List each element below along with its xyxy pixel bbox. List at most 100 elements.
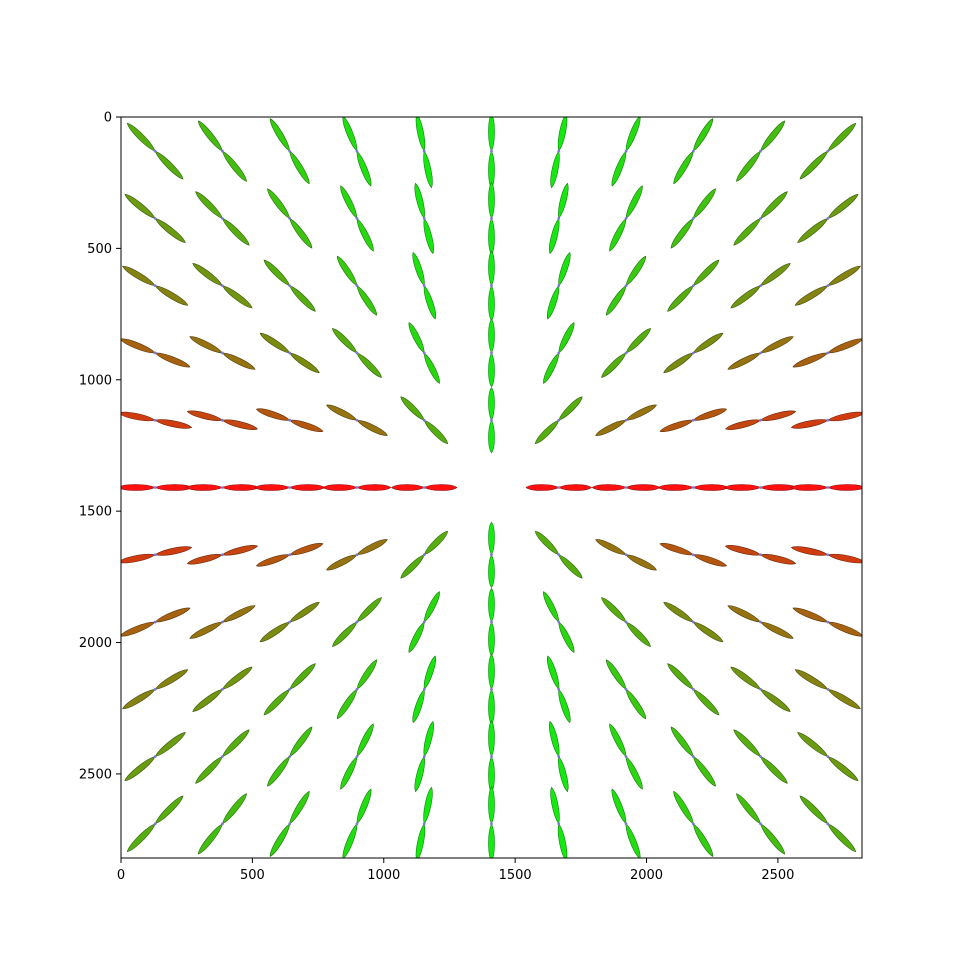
field-glyph <box>263 663 316 716</box>
glyph-center-marker <box>288 553 292 557</box>
field-glyph <box>549 721 569 793</box>
glyph-petal <box>659 419 694 432</box>
glyph-petal <box>122 688 156 710</box>
glyph-petal <box>154 217 186 243</box>
glyph-petal <box>342 823 358 858</box>
glyph-petal <box>289 663 316 690</box>
glyph-petal <box>192 688 224 712</box>
glyph-petal <box>550 150 560 189</box>
glyph-center-marker <box>355 351 359 355</box>
glyph-petal <box>609 723 627 758</box>
glyph-petal <box>340 185 358 220</box>
glyph-center-marker <box>826 418 830 422</box>
glyph-petal <box>657 484 694 491</box>
glyph-center-marker <box>422 351 426 355</box>
glyph-center-marker <box>759 687 762 691</box>
glyph-center-marker <box>759 418 762 422</box>
field-glyph <box>657 484 729 491</box>
field-glyph <box>794 265 861 306</box>
glyph-petal <box>221 352 256 370</box>
glyph-petal <box>692 118 714 152</box>
glyph-petal <box>121 553 156 564</box>
field-glyph <box>547 655 571 724</box>
glyph-petal <box>827 411 862 422</box>
glyph-petal <box>797 732 829 758</box>
glyph-petal <box>759 621 794 639</box>
glyph-center-marker <box>288 351 292 355</box>
glyph-center-marker <box>288 755 292 758</box>
field-glyph <box>730 666 791 712</box>
glyph-center-marker <box>759 284 762 288</box>
field-glyph <box>326 404 388 436</box>
glyph-petal <box>269 118 291 152</box>
glyph-center-marker <box>355 620 359 624</box>
glyph-petal <box>154 607 191 623</box>
glyph-center-marker <box>288 620 292 624</box>
glyph-petal <box>221 793 247 825</box>
glyph-petal <box>415 117 426 152</box>
glyph-petal <box>221 729 250 758</box>
glyph-center-marker <box>759 217 762 220</box>
field-glyph <box>550 786 568 858</box>
glyph-petal <box>692 823 714 857</box>
field-glyph <box>670 188 716 249</box>
field-glyph <box>488 653 495 725</box>
glyph-center-marker <box>557 620 561 624</box>
field-glyph <box>195 191 250 246</box>
glyph-petal <box>400 396 425 421</box>
glyph-petal <box>154 150 184 180</box>
glyph-petal <box>760 756 788 784</box>
glyph-petal <box>154 669 189 690</box>
glyph-center-marker <box>691 553 695 557</box>
field-glyph <box>197 120 247 182</box>
glyph-petal <box>760 120 786 152</box>
glyph-petal <box>558 621 575 653</box>
glyph-center-marker <box>153 687 157 691</box>
field-glyph <box>799 122 857 180</box>
glyph-petal <box>356 723 374 758</box>
field-glyph <box>659 408 728 432</box>
field-glyph <box>342 788 372 858</box>
glyph-petal <box>289 543 324 556</box>
field-glyph <box>340 185 374 252</box>
field-glyph <box>601 597 651 647</box>
glyph-center-marker <box>624 217 628 220</box>
glyph-petal <box>558 554 583 579</box>
field-glyph <box>259 602 320 643</box>
field-glyph <box>400 531 448 579</box>
x-tick-label: 2500 <box>761 868 794 883</box>
glyph-center-marker <box>691 217 695 220</box>
glyph-center-marker <box>691 418 695 422</box>
glyph-center-marker <box>288 149 292 153</box>
x-tick-label: 2000 <box>630 868 663 883</box>
glyph-petal <box>412 688 425 724</box>
field-glyph <box>595 404 657 436</box>
field-glyph <box>736 120 786 182</box>
field-glyph <box>412 655 436 724</box>
field-glyph <box>609 723 643 790</box>
glyph-petal <box>625 328 651 354</box>
glyph-petal <box>663 602 694 623</box>
glyph-petal <box>126 823 156 853</box>
glyph-center-marker <box>221 620 224 624</box>
glyph-center-marker <box>557 755 561 758</box>
field-glyph <box>121 607 191 637</box>
field-glyph <box>797 732 859 782</box>
glyph-center-marker <box>422 284 426 288</box>
glyph-center-marker <box>691 822 695 826</box>
glyph-center-marker <box>221 755 224 758</box>
glyph-petal <box>332 328 358 354</box>
glyph-center-marker <box>691 149 695 153</box>
glyph-center-marker <box>355 284 359 288</box>
glyph-petal <box>154 546 193 556</box>
glyph-petal <box>154 352 191 368</box>
glyph-petal <box>126 122 156 152</box>
glyph-center-marker <box>490 284 493 288</box>
glyph-petal <box>790 546 829 556</box>
field-glyph <box>606 255 647 316</box>
y-tick-label: 2000 <box>79 636 112 651</box>
glyph-petal <box>797 217 829 243</box>
glyph-petal <box>760 191 788 219</box>
glyph-petal <box>255 554 291 567</box>
glyph-petal <box>827 338 862 354</box>
